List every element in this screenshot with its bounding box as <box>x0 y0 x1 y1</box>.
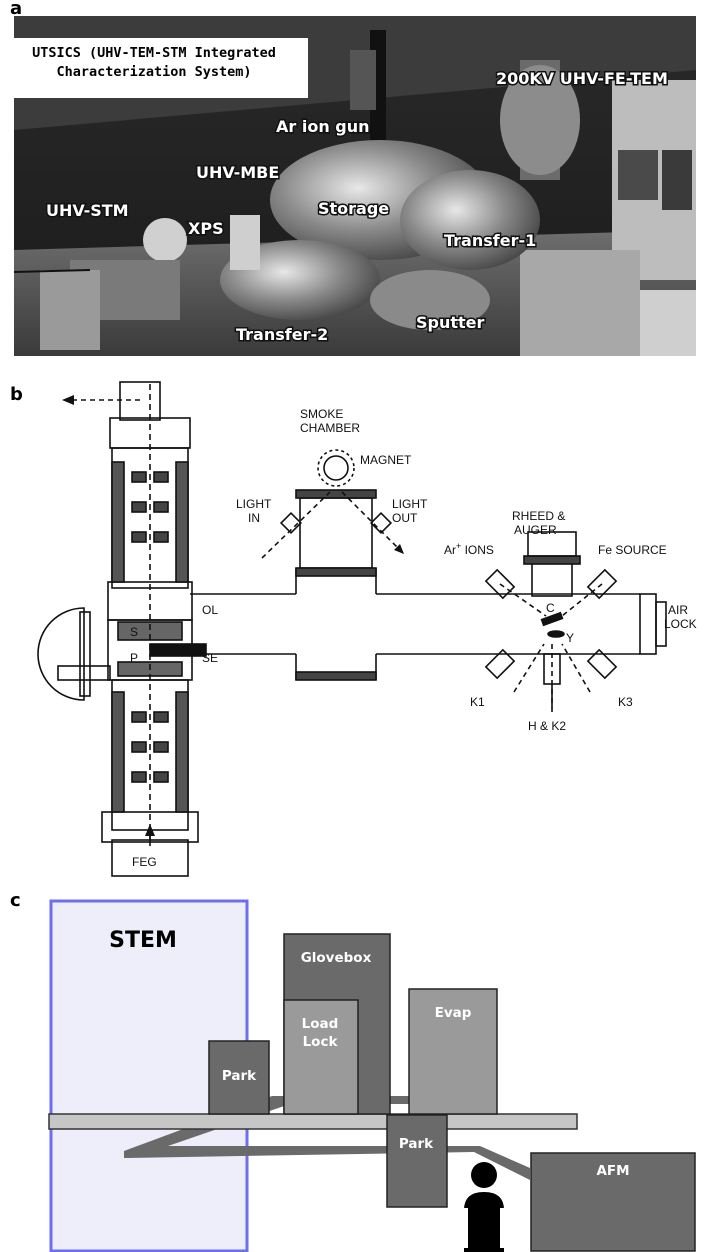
label-ol: OL <box>202 603 218 617</box>
label-feg: FEG <box>132 855 157 869</box>
label-storage: Storage <box>318 199 389 218</box>
label-glovebox: Glovebox <box>301 950 372 966</box>
label-air: AIR <box>668 603 688 617</box>
label-fe-source: Fe SOURCE <box>598 543 667 557</box>
label-se: SE <box>202 651 218 665</box>
label-transfer-1: Transfer-1 <box>444 231 536 250</box>
label-tem: 200KV UHV-FE-TEM <box>496 69 668 88</box>
label-h-k2: H & K2 <box>528 719 566 733</box>
park-lower <box>387 1115 447 1207</box>
shelf <box>49 1114 577 1129</box>
label-rheed-2: AUGER <box>514 523 557 537</box>
system-title-line-1: UTSICS (UHV-TEM-STM Integrated <box>4 44 304 63</box>
system-title: UTSICS (UHV-TEM-STM Integrated Character… <box>4 44 304 82</box>
label-c: C <box>546 601 555 615</box>
system-title-line-2: Characterization System) <box>4 63 304 82</box>
label-magnet: MAGNET <box>360 453 412 467</box>
label-park-lower: Park <box>399 1136 434 1152</box>
label-rheed-1: RHEED & <box>512 509 565 523</box>
label-ar-ions: Ar+ IONS <box>444 541 494 557</box>
label-load: Load <box>302 1016 339 1032</box>
chamber-schematic: SMOKE CHAMBER MAGNET LIGHT IN LIGHT OUT … <box>0 372 707 878</box>
label-uhv-stm: UHV-STM <box>46 201 129 220</box>
label-smoke: SMOKE <box>300 407 343 421</box>
label-sputter: Sputter <box>416 313 485 332</box>
label-transfer-2: Transfer-2 <box>236 325 328 344</box>
label-ar-ion-gun: Ar ion gun <box>276 117 370 136</box>
panel-c: c STEM Glovebox Load Lock Evap <box>0 890 707 1252</box>
label-light-in-2: IN <box>248 511 260 525</box>
label-light-in-1: LIGHT <box>236 497 272 511</box>
column-top-port <box>120 382 160 420</box>
label-k3: K3 <box>618 695 633 709</box>
label-afm: AFM <box>596 1163 629 1179</box>
label-lock: LOCK <box>664 617 697 631</box>
label-s: S <box>130 625 138 639</box>
label-evap: Evap <box>435 1005 472 1021</box>
label-y: Y <box>566 631 574 645</box>
label-p: P <box>130 651 138 665</box>
label-k1: K1 <box>470 695 485 709</box>
label-light-out-1: LIGHT <box>392 497 428 511</box>
label-lock: Lock <box>303 1034 339 1050</box>
panel-b: b <box>0 372 707 878</box>
panel-a: a <box>0 0 707 360</box>
label-chamber: CHAMBER <box>300 421 360 435</box>
person-icon <box>462 1162 506 1252</box>
label-light-out-2: OUT <box>392 511 418 525</box>
label-uhv-mbe: UHV-MBE <box>196 163 279 182</box>
facility-layout: STEM Glovebox Load Lock Evap Park Park A… <box>0 890 707 1252</box>
label-xps: XPS <box>188 219 224 238</box>
label-stem: STEM <box>109 928 177 953</box>
label-park-upper: Park <box>222 1068 257 1084</box>
